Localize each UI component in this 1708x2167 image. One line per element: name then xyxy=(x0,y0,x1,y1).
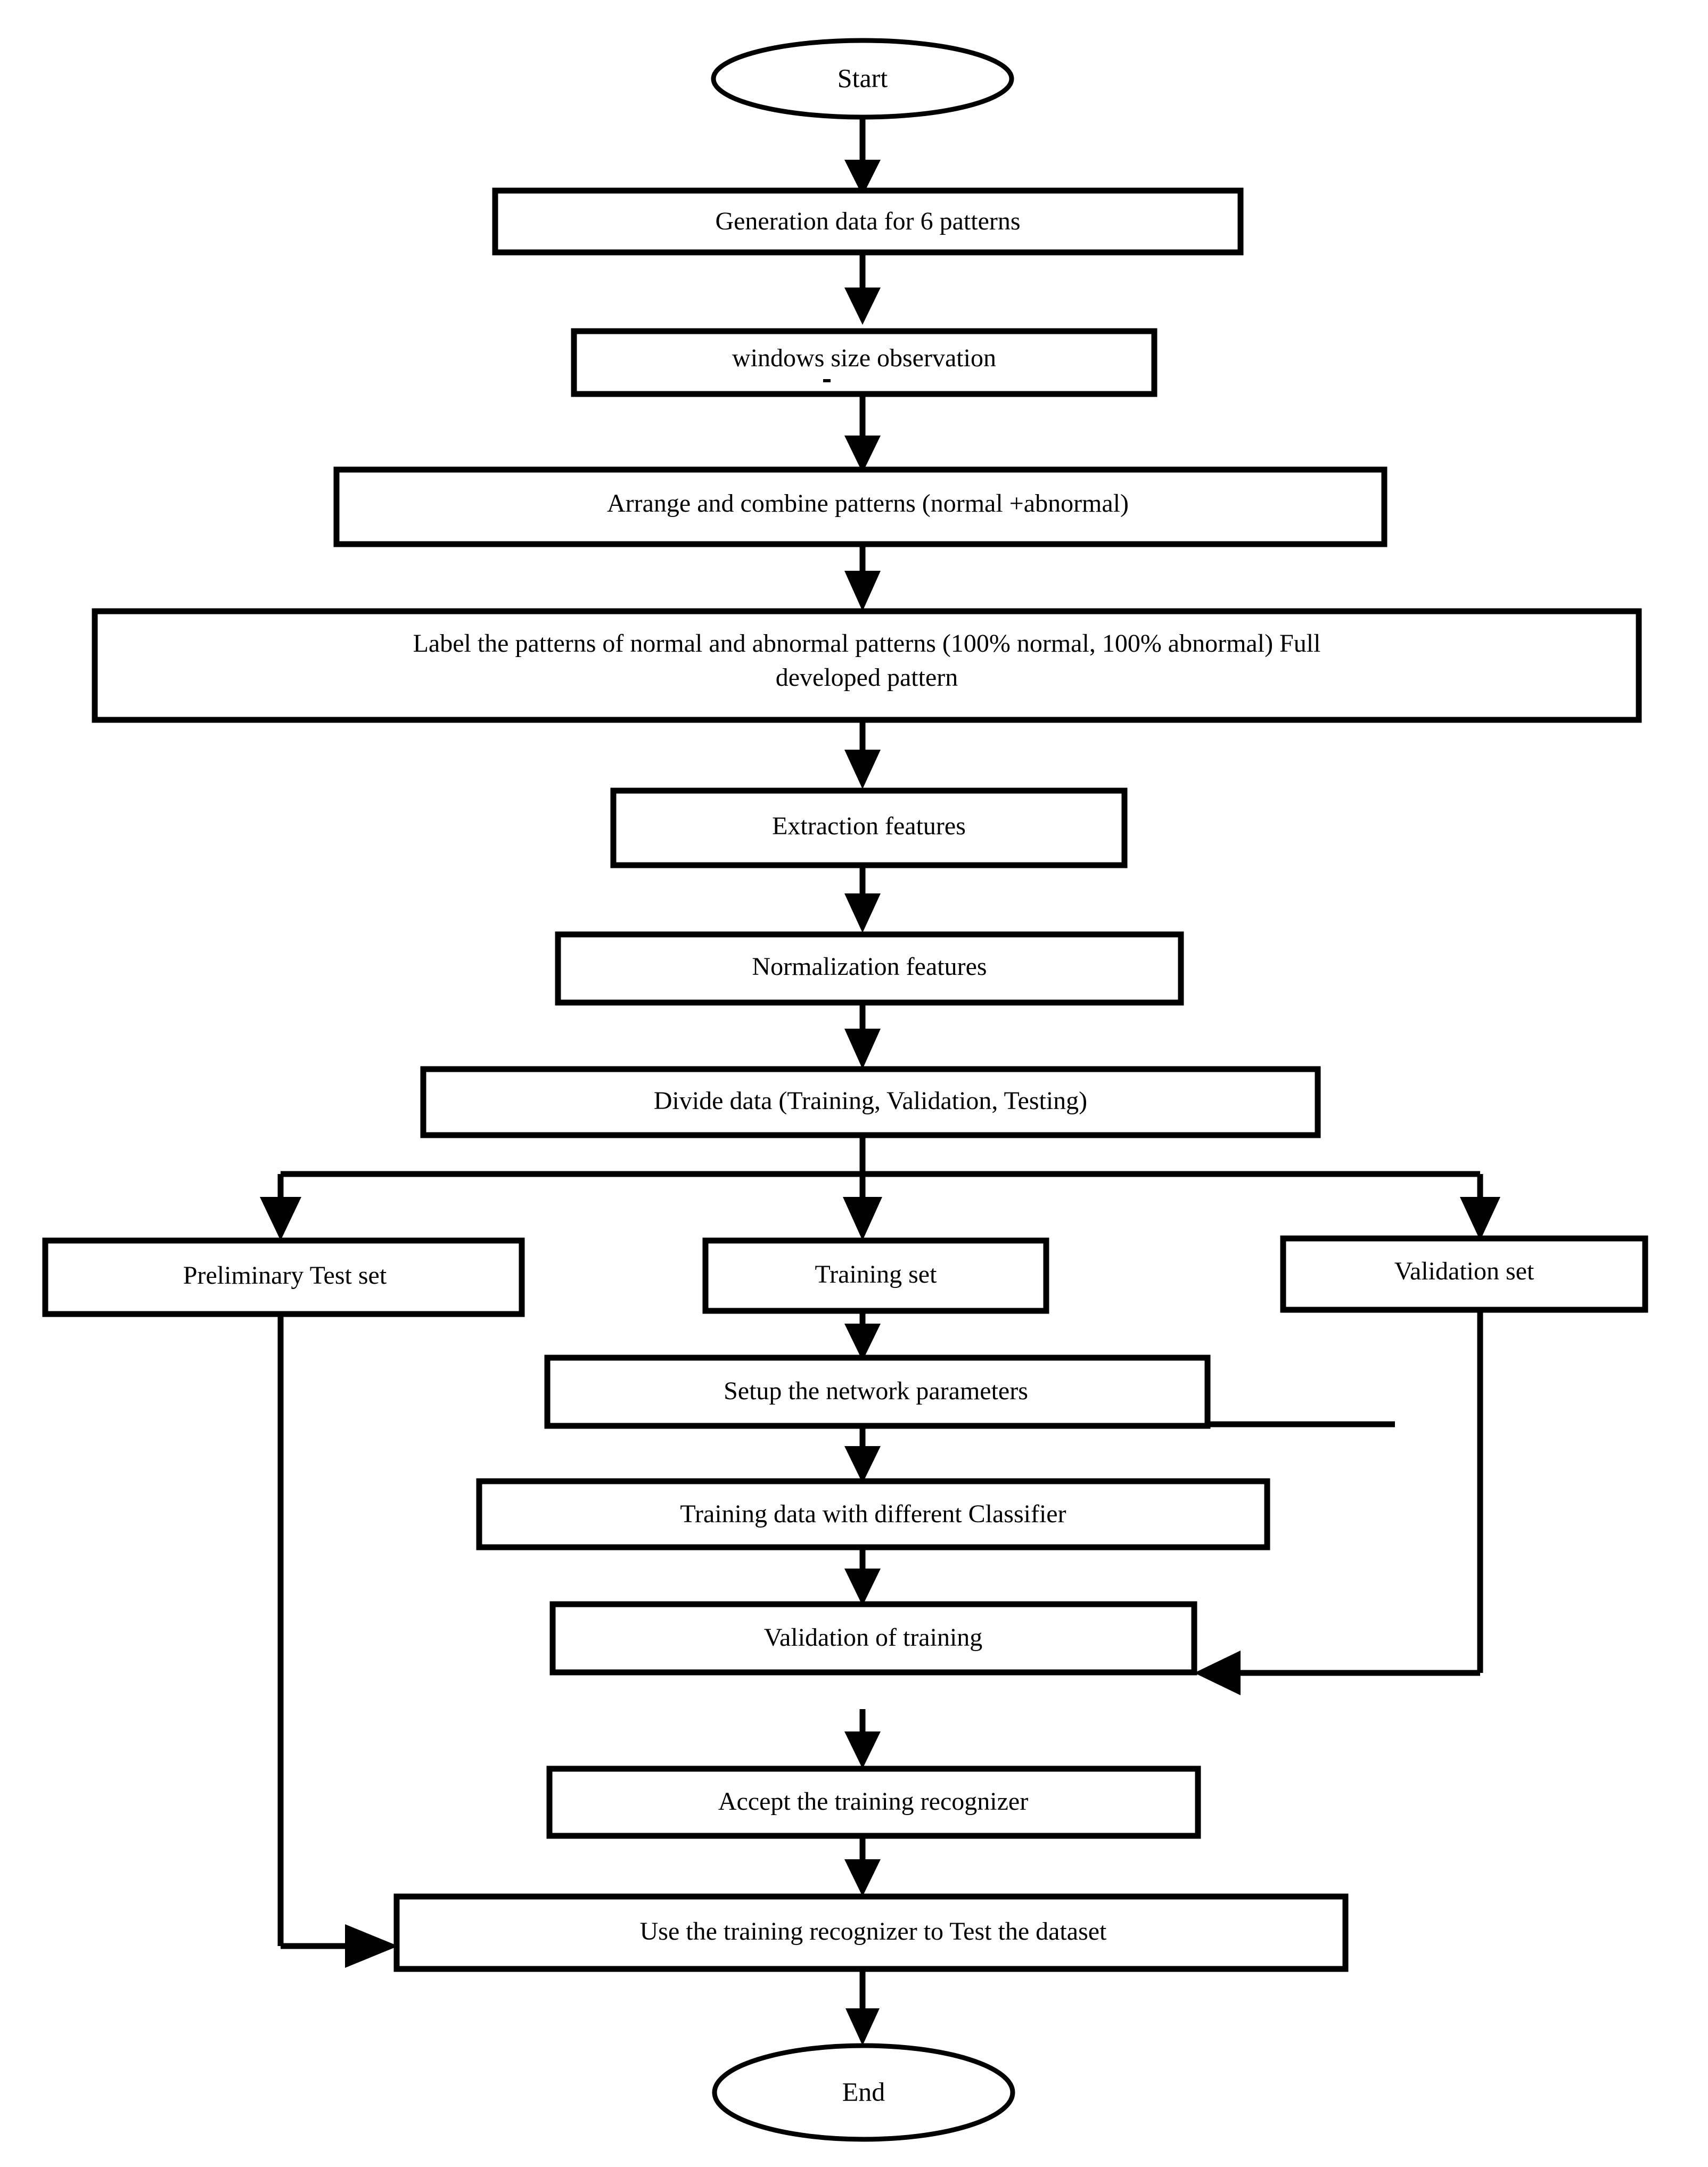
divide-label: Divide data (Training, Validation, Testi… xyxy=(654,1087,1087,1115)
node-windows-size[interactable]: windows size observation xyxy=(571,328,1157,397)
node-preliminary-test-set[interactable]: Preliminary Test set xyxy=(42,1237,525,1317)
node-extraction-features[interactable]: Extraction features xyxy=(610,787,1128,868)
end-label: End xyxy=(842,2076,885,2106)
prelim-test-label: Preliminary Test set xyxy=(183,1261,387,1290)
node-divide-data[interactable]: Divide data (Training, Validation, Testi… xyxy=(420,1066,1321,1138)
end-ellipse xyxy=(712,2043,1015,2142)
windows-box xyxy=(571,328,1157,397)
node-end[interactable]: End xyxy=(712,2043,1015,2142)
validation-set-box xyxy=(1280,1235,1648,1313)
edge-trainingset-to-setup xyxy=(844,1310,881,1361)
setup-params-box xyxy=(544,1355,1211,1429)
training-set-box xyxy=(702,1237,1049,1314)
generation-label: Generation data for 6 patterns xyxy=(715,207,1020,235)
arrange-label: Arrange and combine patterns (normal +ab… xyxy=(607,489,1129,518)
validation-training-label: Validation of training xyxy=(764,1623,983,1652)
normalization-label: Normalization features xyxy=(752,953,987,981)
extraction-label: Extraction features xyxy=(772,812,966,840)
edge-accept-to-userecognizer xyxy=(844,1837,881,1897)
edge-normalization-to-divide xyxy=(844,1002,881,1069)
arrange-box xyxy=(333,466,1387,547)
edge-generation-to-windows xyxy=(844,251,881,325)
node-arrange-combine[interactable]: Arrange and combine patterns (normal +ab… xyxy=(333,466,1387,547)
edge-arrange-to-label xyxy=(844,544,881,611)
node-accept-recognizer[interactable]: Accept the training recognizer xyxy=(546,1766,1201,1839)
training-set-label: Training set xyxy=(815,1260,938,1288)
label-patterns-line1: Label the patterns of normal and abnorma… xyxy=(413,629,1321,658)
validation-set-label: Validation set xyxy=(1394,1257,1534,1285)
accept-label: Accept the training recognizer xyxy=(718,1787,1028,1816)
edge-label-to-extraction xyxy=(844,720,881,789)
generation-box xyxy=(492,187,1244,256)
normalization-box xyxy=(555,931,1184,1006)
edge-userecognizer-to-end xyxy=(845,1968,880,2046)
accept-box xyxy=(546,1766,1201,1839)
start-label: Start xyxy=(837,63,888,93)
training-data-label: Training data with different Classifier xyxy=(680,1500,1066,1528)
training-data-box xyxy=(476,1478,1270,1550)
node-generation-data[interactable]: Generation data for 6 patterns xyxy=(492,187,1244,256)
divide-box xyxy=(420,1066,1321,1138)
edge-setup-to-trainingdata xyxy=(844,1421,1395,1483)
node-validation-of-training[interactable]: Validation of training xyxy=(549,1601,1197,1676)
scan-artifact-mark xyxy=(823,379,831,382)
node-training-set[interactable]: Training set xyxy=(702,1237,1049,1314)
edge-extraction-to-normalization xyxy=(844,865,881,933)
extraction-box xyxy=(610,787,1128,868)
validation-training-box xyxy=(549,1601,1197,1676)
node-normalization-features[interactable]: Normalization features xyxy=(555,931,1184,1006)
node-validation-set[interactable]: Validation set xyxy=(1280,1235,1648,1313)
node-training-data[interactable]: Training data with different Classifier xyxy=(476,1478,1270,1550)
node-setup-params[interactable]: Setup the network parameters xyxy=(544,1355,1211,1429)
node-start[interactable]: Start xyxy=(711,38,1014,120)
label-patterns-line2: developed pattern xyxy=(776,663,958,692)
use-recognizer-label: Use the training recognizer to Test the … xyxy=(640,1917,1107,1946)
label-patterns-box xyxy=(92,608,1642,723)
use-recognizer-box xyxy=(393,1893,1349,1972)
windows-label: windows size observation xyxy=(732,344,996,372)
edge-prelim-to-userecognizer xyxy=(277,1314,398,1968)
node-label-patterns[interactable]: Label the patterns of normal and abnorma… xyxy=(92,608,1642,723)
edge-trainingdata-to-validation xyxy=(844,1547,881,1606)
edge-start-to-generation xyxy=(844,114,881,196)
prelim-test-box xyxy=(42,1237,525,1317)
edge-divide-branch-bus xyxy=(260,1134,1500,1241)
edge-validationset-to-validationtraining xyxy=(1194,1310,1483,1695)
edge-validation-to-accept xyxy=(844,1709,881,1769)
node-use-recognizer[interactable]: Use the training recognizer to Test the … xyxy=(393,1893,1349,1972)
start-ellipse xyxy=(711,38,1014,120)
setup-params-label: Setup the network parameters xyxy=(724,1377,1028,1405)
edge-windows-to-arrange xyxy=(844,394,881,473)
